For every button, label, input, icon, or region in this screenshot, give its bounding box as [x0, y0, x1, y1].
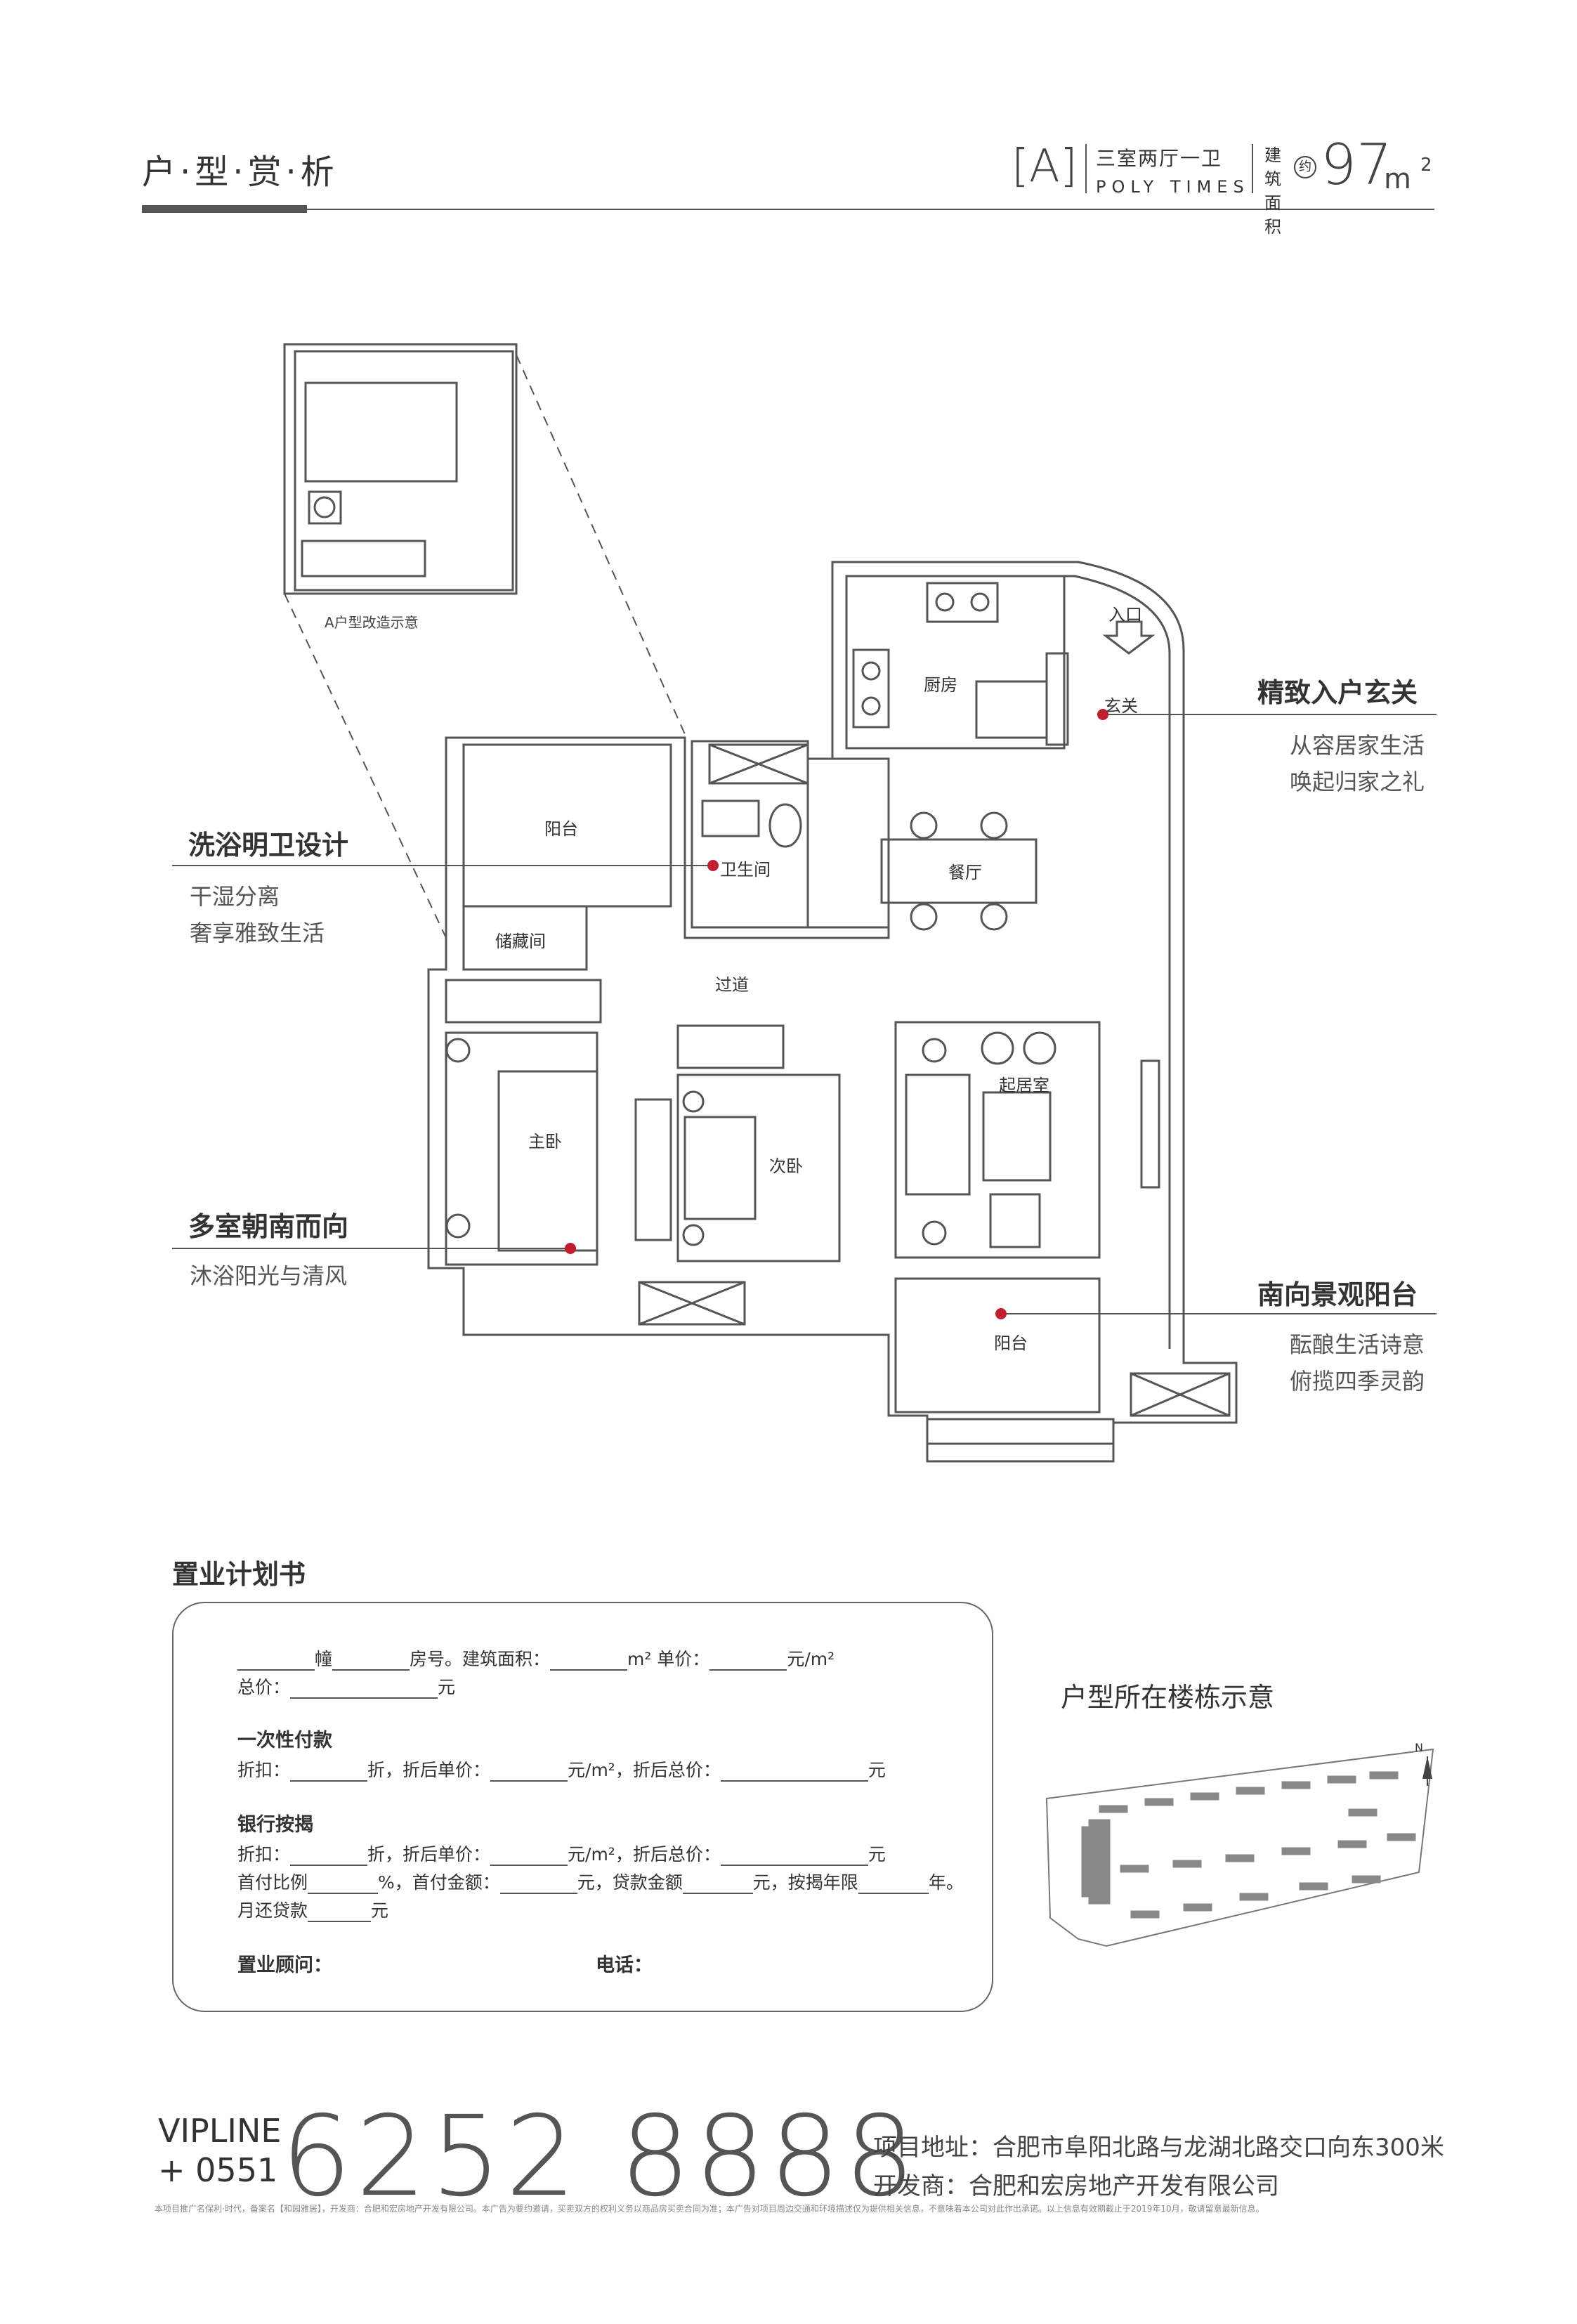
section-onepay: 一次性付款 [237, 1730, 332, 1751]
floor-plan [172, 343, 1437, 1463]
location-title: 户型所在楼栋示意 [1061, 1682, 1275, 1713]
room-foyer: 玄关 [1104, 696, 1138, 716]
section-mortgage: 银行按揭 [237, 1814, 313, 1836]
callout-line: 唤起归家之礼 [1290, 769, 1425, 795]
input-total[interactable] [290, 1680, 438, 1699]
input-down-ratio[interactable] [308, 1876, 379, 1894]
callout-title: 多室朝南而向 [188, 1211, 349, 1242]
brand-name: POLY TIMES [1096, 177, 1250, 197]
callout-title: 精致入户玄关 [1257, 677, 1418, 708]
room-dining: 餐厅 [948, 863, 982, 882]
callout-line: 俯揽四季灵韵 [1290, 1368, 1425, 1395]
input-discount[interactable] [290, 1848, 368, 1866]
input-disc-total[interactable] [720, 1763, 868, 1782]
plan-heading: 置业计划书 [172, 1559, 306, 1590]
callout-line: 沐浴阳光与清风 [190, 1262, 348, 1289]
input-disc-price[interactable] [490, 1848, 568, 1866]
input-down-amount[interactable] [499, 1876, 577, 1894]
page-title: 户·型·赏·析 [142, 152, 339, 192]
room-balcony-south: 阳台 [994, 1333, 1028, 1353]
input-area[interactable] [550, 1652, 628, 1671]
input-discount[interactable] [290, 1763, 368, 1782]
callout-line: 干湿分离 [190, 883, 280, 910]
plan-form-frame [172, 1602, 993, 2012]
form-row-1: 幢房号。建筑面积：m² 单价：元/m² [237, 1645, 835, 1671]
inset-caption: A户型改造示意 [325, 614, 419, 631]
form-row-5: 首付比例%，首付金额：元，贷款金额元，按揭年限年。 [237, 1872, 964, 1894]
form-row-2: 总价：元 [237, 1677, 456, 1699]
form-row-4: 折扣：折，折后单价：元/m²，折后总价：元 [237, 1844, 886, 1866]
input-disc-price[interactable] [490, 1763, 568, 1782]
room-bathroom: 卫生间 [720, 860, 771, 880]
room-living: 起居室 [999, 1076, 1049, 1095]
room-corridor: 过道 [715, 975, 749, 995]
room-second: 次卧 [769, 1156, 803, 1176]
room-balcony-north: 阳台 [544, 819, 578, 839]
consultant-label: 置业顾问： [237, 1954, 332, 1976]
area-unit-sup: 2 [1420, 155, 1432, 176]
inset-frame [283, 343, 518, 595]
header-separator [1252, 144, 1253, 193]
area-approx-badge: 约 [1294, 156, 1316, 178]
room-master: 主卧 [528, 1132, 562, 1151]
disclaimer: 本项目推广名保利·时代，备案名【和园雅居】，开发商：合肥和宏房地产开发有限公司。… [155, 2204, 1264, 2214]
input-loan-years[interactable] [858, 1876, 929, 1894]
area-label: 建筑面积 [1264, 145, 1281, 237]
north-label: N [1415, 1741, 1423, 1754]
callout-line: 从容居家生活 [1290, 732, 1425, 759]
callout-line: 奢享雅致生活 [190, 920, 325, 946]
input-loan-amount[interactable] [682, 1876, 753, 1894]
header-rule [142, 209, 1434, 210]
room-storage: 储藏间 [495, 932, 546, 951]
area-value: 97 [1321, 132, 1392, 197]
unit-rooms: 三室两厅一卫 [1096, 147, 1223, 170]
project-address: 项目地址：合肥市阜阳北路与龙湖北路交口向东300米 开发商：合肥和宏房地产开发有… [873, 2134, 1444, 2200]
form-row-3: 折扣：折，折后单价：元/m²，折后总价：元 [237, 1760, 886, 1782]
phone-number[interactable]: 6252 8888 [281, 2092, 920, 2221]
tel-label: 电话： [596, 1954, 653, 1976]
form-row-6: 月还贷款元 [237, 1900, 389, 1922]
unit-type-label: [A] [1012, 141, 1078, 192]
input-room-no[interactable] [332, 1652, 410, 1671]
input-disc-total[interactable] [720, 1848, 868, 1866]
input-building[interactable] [237, 1652, 315, 1671]
callout-title: 洗浴明卫设计 [188, 830, 349, 861]
header-accent-bar [142, 205, 307, 213]
input-unit-price[interactable] [709, 1652, 787, 1671]
header-separator [1085, 144, 1087, 193]
vipline-label: VIPLINE + 0551 [158, 2112, 282, 2189]
room-entry: 入口 [1108, 605, 1142, 625]
input-monthly[interactable] [308, 1904, 372, 1922]
room-kitchen: 厨房 [924, 675, 957, 695]
callout-line: 酝酿生活诗意 [1290, 1331, 1425, 1358]
callout-title: 南向景观阳台 [1257, 1279, 1418, 1310]
area-unit: m [1384, 163, 1411, 195]
site-map [1045, 1748, 1434, 1947]
